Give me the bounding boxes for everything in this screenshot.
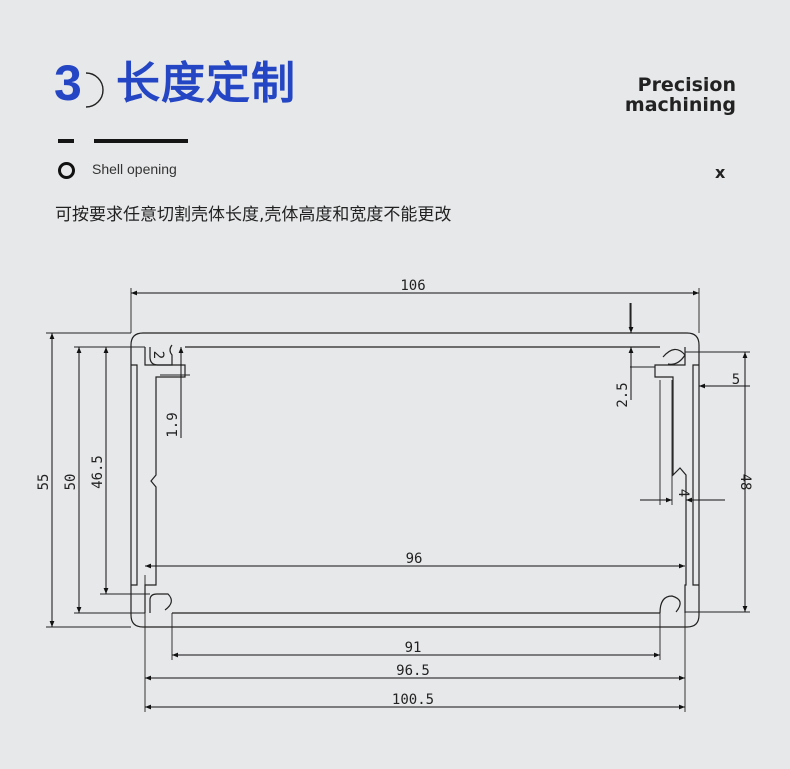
- dim-width-1005: 100.5: [392, 692, 434, 708]
- right-wall-outer-inset: [692, 364, 699, 586]
- outer-profile: [130, 332, 700, 628]
- right-top-slot: [662, 348, 686, 365]
- left-top-slot: [149, 344, 173, 366]
- step-number: 3: [54, 55, 82, 111]
- title-underline-short: [58, 139, 74, 143]
- left-wall-outer-inset: [131, 364, 138, 586]
- dim-inner-width: 96: [406, 551, 423, 567]
- subtitle-line-1: Precision: [637, 74, 736, 96]
- description-text: 可按要求任意切割壳体长度,壳体高度和宽度不能更改: [55, 205, 452, 225]
- dim-top-offset: 2.5: [615, 382, 631, 407]
- dim-height-inner: 46.5: [90, 455, 106, 489]
- dim-height-mid: 50: [63, 474, 79, 491]
- shell-opening-label: Shell opening: [92, 161, 177, 177]
- subtitle: Precision machining: [625, 75, 736, 115]
- dim-gap: 4: [675, 489, 691, 497]
- right-wall: [654, 347, 687, 613]
- extension-lines: [46, 288, 750, 712]
- dim-flange: 5: [732, 372, 740, 388]
- step-arc-decoration: [85, 72, 104, 108]
- left-bottom-slot: [149, 593, 172, 613]
- dim-slot-width: 91: [405, 640, 422, 656]
- dim-outer-width: 106: [400, 278, 425, 294]
- dim-rail-height: 48: [737, 474, 753, 491]
- dim-slot-top: 2: [150, 351, 166, 359]
- subtitle-line-2: machining: [624, 94, 736, 116]
- section-title: 长度定制: [116, 58, 296, 109]
- circle-icon: [58, 162, 75, 179]
- left-wall: [144, 347, 186, 613]
- dim-width-965: 96.5: [396, 663, 430, 679]
- right-bottom-slot: [659, 595, 681, 614]
- dim-slot-depth: 1.9: [165, 412, 181, 437]
- dim-height-outer: 55: [36, 474, 52, 491]
- title-underline-long: [94, 139, 188, 143]
- close-icon[interactable]: x: [715, 163, 726, 182]
